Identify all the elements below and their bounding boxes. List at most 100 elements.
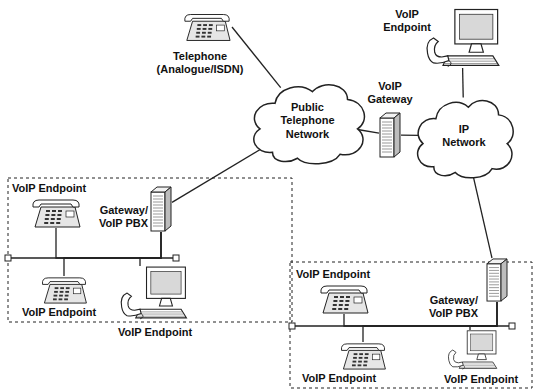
device-label: VoIP Endpoint [12, 182, 86, 195]
phone-icon-part [65, 295, 69, 297]
network-name: IP Network [438, 123, 490, 149]
gw-icon-part [153, 208, 163, 209]
network-cloud: Public Telephone Network [245, 72, 370, 170]
phone-icon-part [196, 32, 200, 34]
phone-icon-part [197, 28, 201, 30]
computer-icon-part [462, 364, 493, 365]
bus-terminator [289, 323, 295, 329]
computer-icon-part [121, 293, 141, 316]
phone-icon-part [365, 353, 369, 355]
phone-icon-part [51, 218, 55, 220]
computer-icon-part [459, 362, 497, 368]
phone-icon [38, 276, 90, 304]
phone-icon-part [359, 357, 363, 359]
phone-icon-part [45, 218, 49, 220]
network-cloud: IP Network [410, 88, 518, 184]
bus-terminator [173, 255, 179, 261]
device-node: VoIP Endpoint [38, 276, 90, 304]
phone-icon-part [46, 210, 50, 212]
gw-icon [150, 186, 172, 232]
device-node: VoIP Endpoint [30, 198, 82, 228]
phone-icon-part [57, 214, 61, 216]
phone-icon-part [339, 304, 343, 306]
computer-icon-part [137, 316, 185, 317]
phone-icon-part [209, 24, 213, 26]
phone-icon-part [187, 21, 230, 40]
phone-icon-part [364, 361, 368, 363]
gw-icon-part [382, 149, 392, 150]
gw-icon-part [489, 279, 499, 280]
computer-icon-part [448, 58, 494, 59]
gw-icon-part [382, 152, 392, 153]
computer-icon-part [140, 311, 182, 312]
phone-icon-part [57, 218, 61, 220]
gw-icon-part [153, 196, 163, 197]
device-node: VoIP Endpoint [338, 342, 388, 370]
phone-icon-part [354, 353, 358, 355]
phone-icon-part [333, 304, 337, 306]
device-label: VoIP Endpoint [302, 372, 376, 385]
phone-icon-part [58, 210, 62, 212]
computer-icon-part [139, 314, 184, 315]
computer-icon-part [446, 61, 495, 62]
gw-icon-part [382, 134, 392, 135]
gw-icon-part [382, 128, 392, 129]
gw-icon-part [153, 217, 163, 218]
gw-icon-part [153, 220, 163, 221]
computer-icon [424, 8, 500, 68]
connector-line [473, 174, 492, 258]
device-label: Gateway/ VoIP PBX [90, 204, 148, 230]
computer-icon-part [427, 38, 449, 63]
computer-icon-part [448, 61, 451, 67]
phone-icon-part [208, 28, 212, 30]
device-label: VoIP Endpoint [22, 306, 96, 319]
phone-icon-part [55, 287, 59, 289]
phone-icon-part [45, 214, 49, 216]
device-node: Gateway/ VoIP PBX [486, 258, 508, 302]
gw-icon-part [153, 202, 163, 203]
gw-icon-part [382, 125, 392, 126]
device-label: VoIP Endpoint [118, 326, 192, 339]
gw-icon-part [489, 287, 499, 288]
gw-icon-part [153, 205, 163, 206]
phone-icon-part [364, 357, 368, 359]
phone-icon-part [44, 222, 48, 224]
connector-line [56, 228, 161, 258]
phone-icon-part [345, 300, 349, 302]
computer-icon-part [445, 63, 497, 64]
phone-icon-part [33, 200, 79, 207]
phone-icon-part [359, 353, 363, 355]
phone-icon-part [197, 24, 201, 26]
phone-icon-part [346, 296, 350, 298]
device-node: VoIP Gateway [379, 112, 401, 158]
site-boundary [8, 178, 292, 322]
computer-icon-part [467, 331, 496, 354]
gw-icon [379, 112, 401, 158]
computer-icon-part [460, 367, 495, 368]
gw-icon-part [153, 214, 163, 215]
computer-icon-part [461, 365, 494, 366]
gw-icon-part [489, 296, 499, 297]
phone-icon-part [66, 287, 70, 289]
phone-icon-part [42, 278, 85, 285]
phone-icon-part [363, 364, 367, 366]
phone-icon-part [341, 344, 384, 351]
phone-icon-part [352, 364, 356, 366]
device-node: VoIP Endpoint [424, 8, 500, 68]
gw-icon-part [489, 293, 499, 294]
gw-icon-part [153, 226, 163, 227]
phone-icon-part [202, 32, 206, 34]
cloud-icon-part [254, 85, 365, 164]
gw-icon-part [382, 131, 392, 132]
gw-icon-part [489, 267, 499, 268]
computer-icon-part [159, 298, 172, 306]
gw-icon-part [153, 211, 163, 212]
device-node: VoIP Endpoint [318, 284, 370, 314]
computer-icon-part [448, 350, 463, 367]
phone-icon-part [53, 298, 57, 300]
bus-terminator [5, 255, 11, 261]
computer-icon-part [470, 334, 492, 351]
phone-icon-part [59, 298, 63, 300]
phone-icon-part [372, 354, 379, 360]
device-label: Telephone (Analogue/ISDN) [150, 50, 250, 76]
